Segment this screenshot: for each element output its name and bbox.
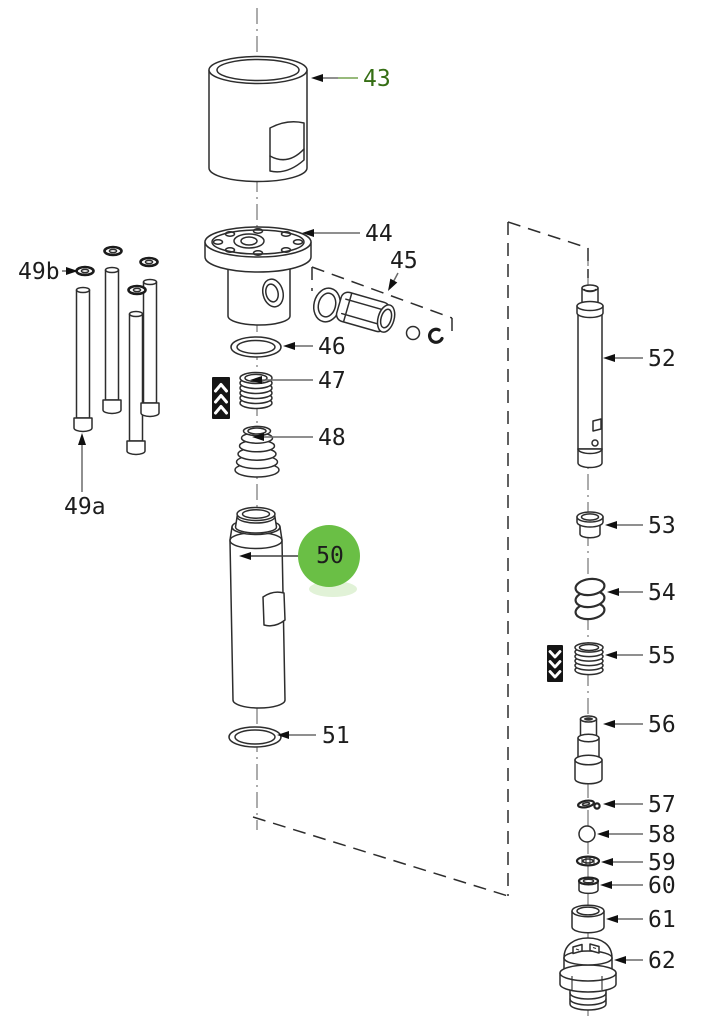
callout-57-leader: [603, 800, 643, 808]
part-53-bushing-drawing[interactable]: [576, 511, 604, 539]
callout-52[interactable]: 52: [648, 346, 676, 372]
callout-55[interactable]: 55: [648, 643, 676, 669]
part-43-drawing[interactable]: [208, 55, 308, 183]
callout-45[interactable]: 45: [390, 248, 418, 274]
callout-48[interactable]: 48: [318, 425, 346, 451]
part-44-drawing[interactable]: [204, 226, 312, 326]
callout-44-leader: [302, 229, 360, 237]
callout-56-leader: [603, 720, 643, 728]
part-55-spring-drawing[interactable]: [574, 642, 604, 676]
callout-51[interactable]: 51: [322, 723, 350, 749]
callout-58-leader: [597, 830, 643, 838]
detail-view-boundary: [252, 221, 589, 897]
callout-59-leader: [601, 858, 643, 866]
valve-kit-boundary: [311, 266, 453, 339]
part-47-spring-drawing[interactable]: [239, 371, 273, 410]
callout-45-leader: [388, 272, 399, 291]
callout-50-leader: [239, 552, 298, 560]
part-54-spring-drawing[interactable]: [574, 577, 606, 621]
part-51-oring-drawing[interactable]: [228, 726, 282, 748]
part-60-nut-drawing[interactable]: [577, 876, 600, 895]
callout-61[interactable]: 61: [648, 907, 676, 933]
callout-53[interactable]: 53: [648, 513, 676, 539]
callout-49a-leader: [78, 433, 86, 492]
callout-49b[interactable]: 49b: [18, 259, 60, 285]
callout-55-leader: [605, 651, 643, 659]
callout-47[interactable]: 47: [318, 368, 346, 394]
selected-part-circle[interactable]: [298, 525, 360, 587]
callout-53-leader: [605, 521, 643, 529]
callout-48-leader: [252, 433, 313, 441]
part-52-piston-drawing[interactable]: [576, 284, 604, 469]
lubricant-grease-icon: [547, 645, 563, 682]
part-49b-washers-drawing[interactable]: [75, 245, 159, 296]
part-46-oring-drawing[interactable]: [230, 336, 282, 358]
callout-62[interactable]: 62: [648, 948, 676, 974]
callout-60-leader: [600, 881, 643, 889]
callout-54[interactable]: 54: [648, 580, 676, 606]
part-48-cone-spring-drawing[interactable]: [234, 425, 280, 478]
callout-50[interactable]: 50: [316, 543, 344, 569]
callout-61-leader: [606, 915, 643, 923]
callout-54-leader: [607, 588, 643, 596]
part-58-ball-drawing[interactable]: [578, 825, 596, 843]
callout-43[interactable]: 43: [363, 66, 391, 92]
callout-60[interactable]: 60: [648, 873, 676, 899]
callout-43-leader: [311, 74, 358, 82]
callout-58[interactable]: 58: [648, 822, 676, 848]
part-45-valve-kit-drawing[interactable]: [310, 285, 444, 344]
lubricant-grease-icon: [212, 377, 230, 419]
part-49a-bolts-drawing[interactable]: [73, 266, 160, 456]
callout-62-leader: [614, 956, 643, 964]
part-61-sleeve-drawing[interactable]: [571, 904, 605, 934]
callout-49b-leader: [62, 267, 78, 275]
callout-46[interactable]: 46: [318, 334, 346, 360]
callout-47-leader: [250, 376, 313, 384]
part-59-washer-drawing[interactable]: [575, 855, 601, 867]
part-57-washer-drawing[interactable]: [577, 799, 601, 810]
selected-part-highlight: [298, 525, 360, 597]
callout-52-leader: [603, 354, 643, 362]
callout-46-leader: [283, 342, 313, 350]
callout-51-leader: [277, 731, 316, 739]
callout-56[interactable]: 56: [648, 712, 676, 738]
part-50-cylinder-drawing[interactable]: [229, 506, 286, 709]
part-62-valve-body-drawing[interactable]: [559, 937, 617, 1011]
part-56-valve-drawing[interactable]: [574, 715, 603, 785]
callout-57[interactable]: 57: [648, 792, 676, 818]
callout-59[interactable]: 59: [648, 850, 676, 876]
callout-44[interactable]: 44: [365, 221, 393, 247]
callout-49a[interactable]: 49a: [64, 494, 106, 520]
